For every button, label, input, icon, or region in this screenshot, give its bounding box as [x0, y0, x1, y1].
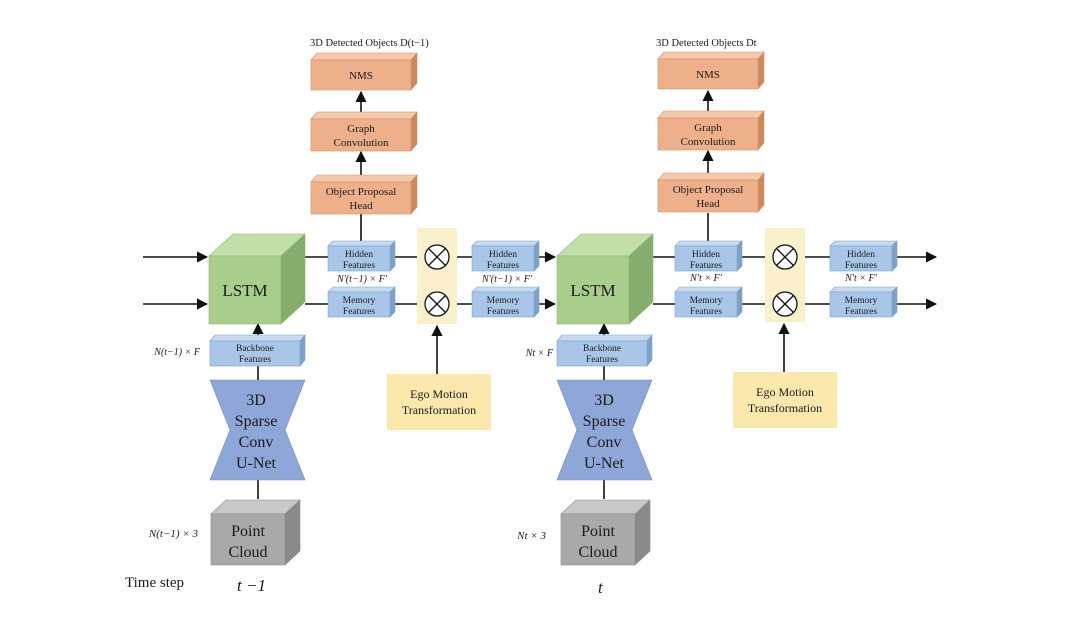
transformed-hidden-prev: Hidden Features [471, 240, 540, 272]
ego-label-1-curr: Ego Motion [756, 385, 814, 399]
nms-box-prev: NMS [310, 52, 418, 91]
t-hidden-label-2-prev: Features [487, 261, 519, 271]
timestep-curr: 3D Detected Objects Dt NMS Graph Convolu… [516, 38, 898, 566]
unet-label-3-prev: Conv [239, 434, 274, 451]
unet-label-1-curr: 3D [594, 392, 614, 409]
transformed-hidden-dim-prev: N′(t−1) × F′ [481, 274, 533, 285]
t-memory-label-1-curr: Memory [845, 296, 878, 306]
hidden-label-2-curr: Features [690, 261, 722, 271]
time-step-label: Time step [125, 575, 184, 591]
lstm-block-prev: LSTM [208, 233, 306, 325]
hidden-label-1-prev: Hidden [345, 250, 373, 260]
lstm-label-prev: LSTM [222, 281, 267, 300]
hidden-dim-curr: N′t × F′ [689, 273, 722, 284]
transformed-hidden-curr: Hidden Features [829, 240, 898, 272]
unet-block-prev: 3D Sparse Conv U-Net [209, 379, 306, 481]
t-memory-label-1-prev: Memory [487, 296, 520, 306]
memory-features-curr: Memory Features [674, 286, 743, 318]
hidden-features-prev: Hidden Features [327, 240, 396, 272]
unet-label-4-curr: U-Net [584, 455, 625, 472]
object-proposal-box-curr: Object Proposal Head [657, 172, 765, 213]
transformed-hidden-dim-curr: N′t × F′ [844, 273, 877, 284]
memory-label-2-curr: Features [690, 307, 722, 317]
unet-label-4-prev: U-Net [236, 455, 277, 472]
detected-objects-title-prev: 3D Detected Objects D(t−1) [310, 38, 429, 49]
ego-motion-box-curr: Ego Motion Transformation [733, 372, 837, 428]
unet-label-3-curr: Conv [587, 434, 622, 451]
unet-label-1-prev: 3D [246, 392, 266, 409]
transformed-memory-prev: Memory Features [471, 286, 540, 318]
memory-label-2-prev: Features [343, 307, 375, 317]
points-dim-prev: N(t−1) × 3 [148, 528, 199, 540]
lstm-label-curr: LSTM [570, 281, 615, 300]
point-label-2-curr: Cloud [578, 544, 617, 561]
hidden-label-1-curr: Hidden [692, 250, 720, 260]
transformed-memory-curr: Memory Features [829, 286, 898, 318]
unet-label-2-curr: Sparse [583, 413, 626, 430]
backbone-dim-curr: Nt × F [525, 348, 554, 359]
backbone-dim-prev: N(t−1) × F [153, 347, 201, 358]
t-hidden-label-1-curr: Hidden [847, 250, 875, 260]
graph-convolution-box-prev: Graph Convolution [310, 111, 418, 152]
t-memory-label-2-prev: Features [487, 307, 519, 317]
memory-label-1-curr: Memory [690, 296, 723, 306]
ego-label-2-prev: Transformation [402, 403, 476, 417]
proposal-label-2-prev: Head [349, 200, 373, 212]
backbone-label-2-curr: Features [586, 355, 618, 365]
memory-label-1-prev: Memory [343, 296, 376, 306]
hidden-dim-prev: N′(t−1) × F′ [336, 274, 388, 285]
proposal-label-1-prev: Object Proposal [326, 186, 397, 198]
point-label-1-curr: Point [581, 523, 615, 540]
multiply-memory-prev [424, 291, 450, 317]
t-hidden-label-2-curr: Features [845, 261, 877, 271]
multiply-memory-curr [772, 291, 798, 317]
ego-motion-box-prev: Ego Motion Transformation [387, 374, 491, 430]
graph-conv-label-2-prev: Convolution [333, 137, 389, 149]
unet-block-curr: 3D Sparse Conv U-Net [556, 379, 653, 481]
point-cloud-curr: Point Cloud [560, 499, 651, 566]
ego-label-1-prev: Ego Motion [410, 387, 468, 401]
time-step-curr: t [598, 578, 604, 597]
points-dim-curr: Nt × 3 [516, 530, 546, 542]
graph-conv-label-1-curr: Graph [694, 122, 722, 134]
timestep-prev: 3D Detected Objects D(t−1) NMS Graph Con… [148, 38, 540, 566]
detected-objects-title-curr: 3D Detected Objects Dt [656, 38, 757, 49]
nms-label-prev: NMS [349, 70, 373, 82]
graph-conv-label-2-curr: Convolution [680, 136, 736, 148]
hidden-label-2-prev: Features [343, 261, 375, 271]
proposal-label-2-curr: Head [696, 198, 720, 210]
object-proposal-box-prev: Object Proposal Head [310, 174, 418, 215]
ego-label-2-curr: Transformation [748, 401, 822, 415]
memory-features-prev: Memory Features [327, 286, 396, 318]
point-label-1-prev: Point [231, 523, 265, 540]
nms-label-curr: NMS [696, 69, 720, 81]
point-cloud-prev: Point Cloud [210, 499, 301, 566]
unet-label-2-prev: Sparse [235, 413, 278, 430]
backbone-label-2-prev: Features [239, 355, 271, 365]
t-memory-label-2-curr: Features [845, 307, 877, 317]
proposal-label-1-curr: Object Proposal [673, 184, 744, 196]
nms-box-curr: NMS [657, 51, 765, 90]
multiply-hidden-prev [424, 244, 450, 270]
backbone-label-1-curr: Backbone [583, 344, 621, 354]
lstm-block-curr: LSTM [556, 233, 654, 325]
backbone-features-curr: Backbone Features [556, 334, 653, 367]
multiply-hidden-curr [772, 244, 798, 270]
graph-conv-label-1-prev: Graph [347, 123, 375, 135]
backbone-features-prev: Backbone Features [209, 334, 306, 367]
graph-convolution-box-curr: Graph Convolution [657, 110, 765, 151]
backbone-label-1-prev: Backbone [236, 344, 274, 354]
hidden-features-curr: Hidden Features [674, 240, 743, 272]
time-step-prev: t −1 [237, 576, 266, 595]
t-hidden-label-1-prev: Hidden [489, 250, 517, 260]
point-label-2-prev: Cloud [228, 544, 267, 561]
